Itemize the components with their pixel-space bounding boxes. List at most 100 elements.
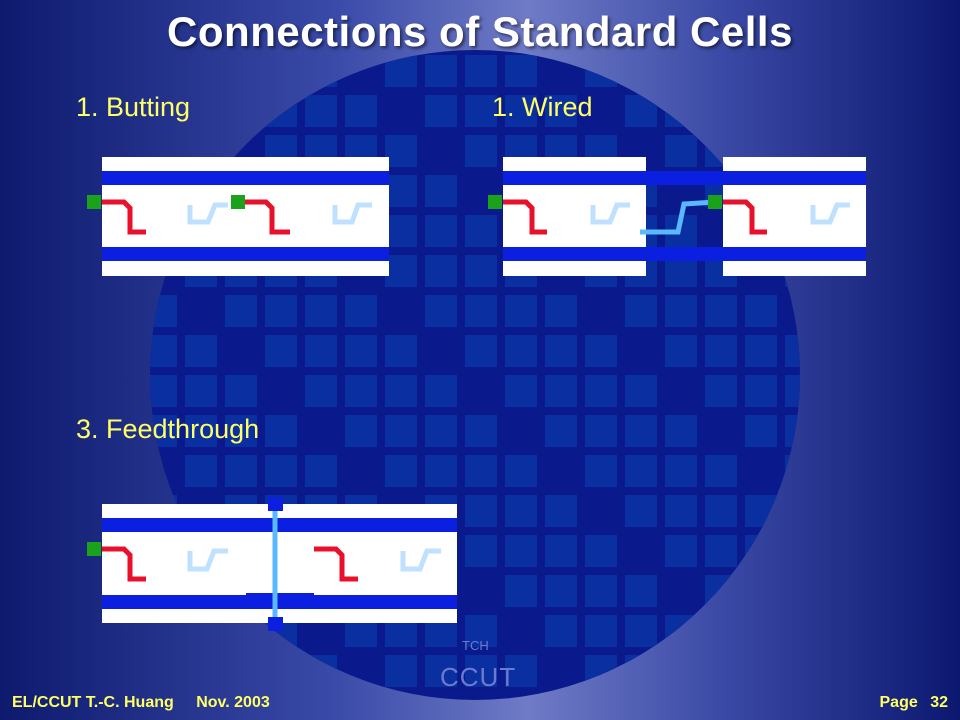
wafer-die: [665, 535, 697, 567]
wafer-die: [385, 135, 417, 167]
wafer-die: [465, 655, 497, 687]
wired-diagram: [488, 157, 866, 276]
wafer-die: [505, 335, 537, 367]
pin-marker: [488, 195, 502, 209]
logic-symbol-red: [503, 199, 547, 235]
wafer-die: [585, 535, 617, 567]
footer-left: EL/CCUT T.-C. Huang Nov. 2003: [12, 694, 288, 712]
wafer-die: [585, 375, 617, 407]
wafer-die: [425, 95, 457, 127]
wafer-die: [465, 255, 497, 287]
wafer-die: [505, 95, 537, 127]
wafer-die: [265, 295, 297, 327]
logic-symbol-red: [723, 199, 767, 235]
logic-symbol-red: [102, 199, 146, 235]
wafer-die: [665, 495, 697, 527]
power-rail-top: [102, 171, 389, 185]
wafer-die: [345, 335, 377, 367]
wafer-die: [545, 375, 577, 407]
wafer-die: [385, 455, 417, 487]
wafer-die: [425, 175, 457, 207]
wafer-die: [265, 415, 297, 447]
wafer-die: [545, 95, 577, 127]
wafer-die: [150, 335, 177, 367]
wafer-die: [305, 335, 337, 367]
wafer-die: [425, 455, 457, 487]
logic-symbol-lightblue: [590, 202, 630, 225]
logic-symbol-lightblue: [187, 202, 228, 225]
wafer-die: [265, 335, 297, 367]
butting-diagram: [87, 157, 389, 276]
wafer-die: [465, 495, 497, 527]
wafer-die: [465, 95, 497, 127]
wafer-die: [385, 655, 417, 687]
wafer-die: [385, 255, 417, 287]
wafer-die: [545, 415, 577, 447]
wafer-die: [585, 415, 617, 447]
footer-page-number: 32: [930, 694, 948, 711]
wafer-die: [665, 415, 697, 447]
logic-symbol-lightblue: [810, 202, 850, 225]
wafer-die: [585, 615, 617, 647]
power-rail-bottom: [503, 247, 866, 261]
wafer-die: [505, 375, 537, 407]
logic-symbol-red: [102, 546, 146, 582]
wafer-die: [345, 415, 377, 447]
watermark-small: TCH: [462, 638, 489, 653]
wafer-die: [305, 95, 337, 127]
wafer-die: [345, 95, 377, 127]
wafer-die: [465, 335, 497, 367]
wafer-die: [745, 375, 777, 407]
wafer-die: [545, 535, 577, 567]
label-butting: 1. Butting: [76, 92, 191, 122]
footer-page-label: Page: [879, 694, 918, 711]
wafer-die: [345, 375, 377, 407]
pin-marker: [87, 542, 101, 556]
wafer-die: [385, 215, 417, 247]
watermark-big: CCUT: [440, 662, 517, 692]
wafer-die: [225, 295, 257, 327]
wafer-die: [425, 375, 457, 407]
wafer-die: [545, 575, 577, 607]
wafer-die: [305, 375, 337, 407]
wafer-die: [305, 295, 337, 327]
wafer-die: [465, 415, 497, 447]
wafer-die: [225, 415, 257, 447]
wafer-die: [745, 415, 777, 447]
wafer-die: [465, 455, 497, 487]
wafer-die: [465, 55, 497, 87]
wafer-die: [665, 135, 697, 167]
wafer-die: [225, 375, 257, 407]
label-wired: 1. Wired: [492, 92, 593, 122]
footer-date: Nov. 2003: [196, 694, 270, 711]
wafer-die: [465, 295, 497, 327]
wafer-die: [665, 295, 697, 327]
wafer-die: [705, 295, 737, 327]
wafer-die: [545, 615, 577, 647]
wafer-die: [665, 335, 697, 367]
pin-marker: [708, 195, 722, 209]
wafer-die: [505, 295, 537, 327]
wafer-die: [505, 455, 537, 487]
wafer-die: [785, 335, 800, 367]
wafer-die: [705, 335, 737, 367]
wafer-die: [425, 295, 457, 327]
wafer-die: [345, 295, 377, 327]
wafer-die: [465, 215, 497, 247]
wafer-die: [385, 375, 417, 407]
feedthrough-contact-bottom: [268, 617, 283, 631]
footer-right: Page 32: [872, 694, 949, 712]
wafer-die: [625, 415, 657, 447]
wafer-die: [585, 455, 617, 487]
wafer-die: [625, 575, 657, 607]
wafer-die: [505, 575, 537, 607]
wafer-die: [265, 455, 297, 487]
wafer-die: [385, 175, 417, 207]
wafer-die: [505, 535, 537, 567]
wafer-die: [585, 575, 617, 607]
wafer-die: [425, 415, 457, 447]
wafer-die: [785, 375, 800, 407]
wafer-die: [625, 495, 657, 527]
wafer-die: [385, 335, 417, 367]
